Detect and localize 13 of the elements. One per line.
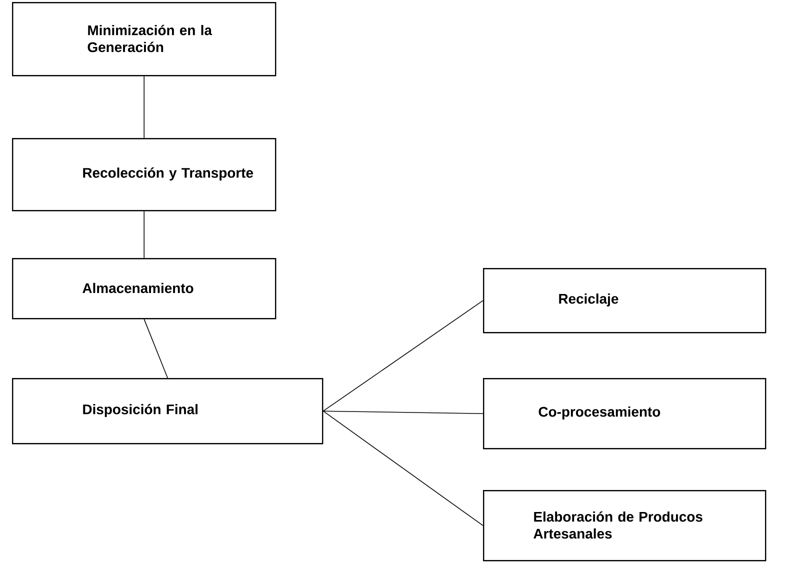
process-box: Elaboración de Producos Artesanales xyxy=(483,490,766,562)
connector-line xyxy=(322,410,484,526)
connector-line xyxy=(322,410,484,414)
connector-line xyxy=(144,210,145,258)
connector-line xyxy=(144,318,168,378)
process-box: Reciclaje xyxy=(483,268,766,334)
process-box: Recolección y Transporte xyxy=(12,138,276,212)
connector-line xyxy=(322,300,484,412)
connector-line xyxy=(144,76,145,138)
process-box: Disposición Final xyxy=(12,378,324,444)
process-box: Minimización en la Generación xyxy=(12,2,276,76)
process-box: Co-procesamiento xyxy=(483,378,766,450)
process-box: Almacenamiento xyxy=(12,258,276,320)
